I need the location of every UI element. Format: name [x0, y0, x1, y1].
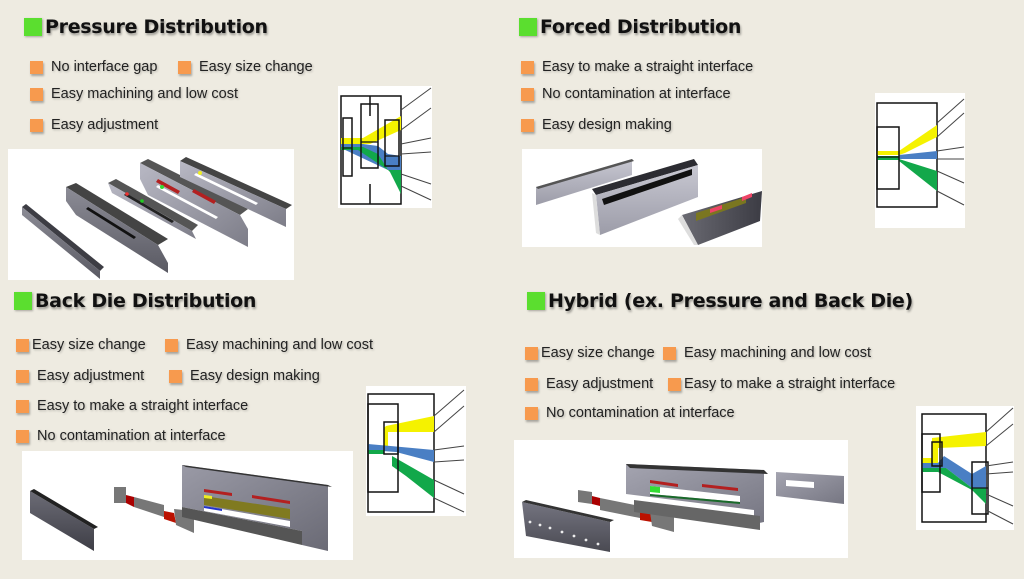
- bullet-item: Easy to make a straight interface: [16, 398, 248, 414]
- bullet-item: No interface gap: [30, 59, 157, 75]
- bullet-square-icon: [668, 377, 681, 391]
- bullet-square-icon: [525, 406, 538, 420]
- bullet-square-icon: [16, 369, 29, 383]
- bullet-square-icon: [178, 60, 191, 74]
- bullet-item: No contamination at interface: [521, 86, 731, 102]
- bullet-square-icon: [663, 346, 676, 360]
- bullet-item: Easy size change: [178, 59, 313, 75]
- bullet-item: Easy design making: [521, 117, 672, 133]
- pressure-die-3d-image: [8, 149, 294, 280]
- bullet-square-icon: [165, 338, 178, 352]
- forced-die-3d-image: [522, 149, 762, 247]
- back-die-flow-schematic: [366, 386, 466, 516]
- bullet-item: Easy to make a straight interface: [521, 59, 753, 75]
- bullet-square-icon: [169, 369, 182, 383]
- heading-marker-icon: [527, 292, 545, 310]
- bullet-item: Easy adjustment: [525, 376, 653, 392]
- bullet-item: Easy size change: [525, 345, 655, 361]
- bullet-square-icon: [16, 399, 29, 413]
- bullet-square-icon: [521, 60, 534, 74]
- bullet-item: No contamination at interface: [525, 405, 735, 421]
- bullet-square-icon: [521, 118, 534, 132]
- bullet-item: Easy adjustment: [30, 117, 158, 133]
- section-title-text: Pressure Distribution: [45, 16, 268, 38]
- heading-marker-icon: [24, 18, 42, 36]
- bullet-square-icon: [525, 346, 538, 360]
- section-title-text: Hybrid (ex. Pressure and Back Die): [548, 290, 913, 312]
- hybrid-distribution-title: Hybrid (ex. Pressure and Back Die): [527, 290, 913, 312]
- back-die-3d-image: [22, 451, 353, 560]
- heading-marker-icon: [14, 292, 32, 310]
- bullet-square-icon: [16, 429, 29, 443]
- bullet-item: Easy machining and low cost: [165, 337, 373, 353]
- bullet-item: Easy size change: [16, 337, 146, 353]
- back-die-distribution-title: Back Die Distribution: [14, 290, 256, 312]
- heading-marker-icon: [519, 18, 537, 36]
- bullet-square-icon: [30, 87, 43, 101]
- bullet-square-icon: [30, 60, 43, 74]
- bullet-square-icon: [30, 118, 43, 132]
- bullet-square-icon: [521, 87, 534, 101]
- bullet-square-icon: [525, 377, 538, 391]
- bullet-item: No contamination at interface: [16, 428, 226, 444]
- hybrid-die-3d-image: [514, 440, 848, 558]
- section-title-text: Back Die Distribution: [35, 290, 257, 312]
- bullet-item: Easy machining and low cost: [30, 86, 238, 102]
- pressure-distribution-title: Pressure Distribution: [24, 16, 268, 38]
- bullet-square-icon: [16, 338, 29, 352]
- bullet-item: Easy machining and low cost: [663, 345, 871, 361]
- bullet-item: Easy design making: [169, 368, 320, 384]
- forced-distribution-title: Forced Distribution: [519, 16, 741, 38]
- hybrid-flow-schematic: [916, 406, 1014, 530]
- pressure-flow-schematic: [338, 86, 432, 208]
- bullet-item: Easy to make a straight interface: [668, 376, 895, 392]
- forced-flow-schematic: [875, 93, 965, 228]
- section-title-text: Forced Distribution: [540, 16, 742, 38]
- bullet-item: Easy adjustment: [16, 368, 144, 384]
